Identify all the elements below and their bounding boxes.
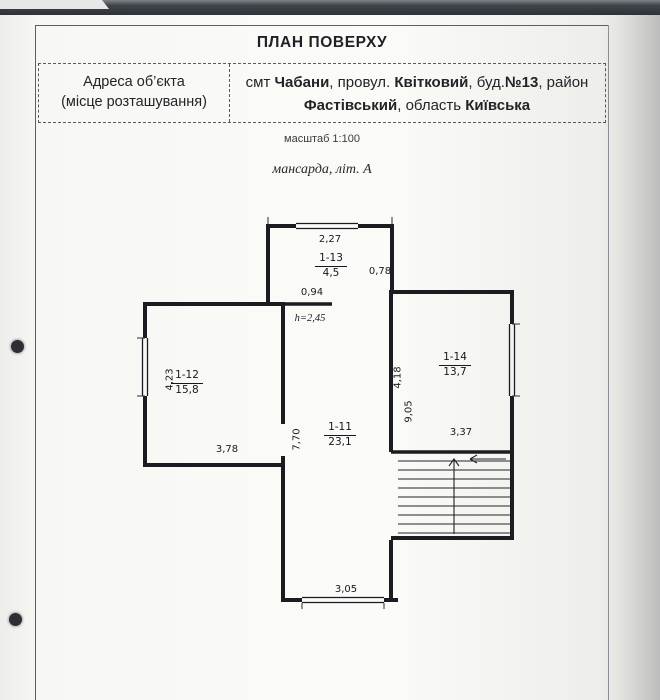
room-area: 23,1 xyxy=(328,435,352,448)
dim-room14-height: 4,18 xyxy=(392,366,404,389)
document-frame-right xyxy=(608,25,609,700)
room-label-1-13: 1-13 4,5 xyxy=(304,252,358,280)
dim-room12-height: 4,23 xyxy=(164,368,176,391)
room-id: 1-13 xyxy=(315,252,347,267)
window-top xyxy=(296,222,358,230)
dim-room11-width: 3,05 xyxy=(334,584,358,595)
address-label-cell: Адреса об’єкта (місце розташування) xyxy=(39,64,229,122)
room-area: 13,7 xyxy=(443,365,467,378)
scale-note: масштаб 1:100 xyxy=(284,133,360,145)
address-district: Фастівський xyxy=(303,97,398,114)
page-title: ПЛАН ПОВЕРХУ xyxy=(256,34,388,51)
address-box: Адреса об’єкта (місце розташування) смт … xyxy=(38,63,606,123)
document-frame-top xyxy=(35,25,609,26)
stair-entry-arrow xyxy=(469,454,506,464)
address-building-number: №13 xyxy=(504,74,539,91)
room-area: 4,5 xyxy=(322,266,340,279)
dim-room14-width: 3,37 xyxy=(449,427,473,438)
room-id: 1-14 xyxy=(439,351,471,366)
punch-hole-top xyxy=(11,340,24,353)
dimension-ticks xyxy=(137,217,520,609)
punch-hole-bottom xyxy=(9,613,22,626)
room-area: 15,8 xyxy=(175,383,199,396)
address-street: Квітковий xyxy=(394,74,469,91)
scan-top-edge xyxy=(0,0,660,15)
stairs xyxy=(398,454,510,534)
room-id: 1-12 xyxy=(171,369,203,384)
address-region: Київська xyxy=(465,97,531,114)
dim-right-side-height: 9,05 xyxy=(403,400,415,423)
paper-sheet xyxy=(0,14,660,700)
address-seg: , провул. xyxy=(329,74,395,91)
address-value-line2: Фастівський, область Київська xyxy=(229,94,605,117)
address-label-line1: Адреса об’єкта xyxy=(83,74,185,90)
window-right xyxy=(508,324,516,396)
room-id: 1-11 xyxy=(324,421,356,436)
paper-fold-shadow xyxy=(602,14,660,700)
dim-room12-width: 3,78 xyxy=(215,444,239,455)
dim-door-width: 0,78 xyxy=(368,266,392,277)
address-seg: , район xyxy=(538,74,589,91)
address-settlement: Чабани xyxy=(274,74,330,91)
dim-top-room-width: 2,27 xyxy=(318,234,342,245)
dim-lintel-width: 0,94 xyxy=(300,287,324,298)
address-seg: , область xyxy=(397,97,466,114)
room-label-1-14: 1-14 13,7 xyxy=(428,351,482,379)
window-left xyxy=(141,338,149,396)
ceiling-height-note: h=2,45 xyxy=(294,313,326,324)
dim-room11-height: 7,70 xyxy=(291,428,303,451)
address-label-line2: (місце розташування) xyxy=(61,94,207,110)
floor-note: мансарда, літ. А xyxy=(272,162,372,177)
room-label-1-12: 1-12 15,8 xyxy=(160,369,214,397)
window-bottom xyxy=(302,596,384,604)
document-frame-left xyxy=(35,25,36,700)
room-label-1-11: 1-11 23,1 xyxy=(313,421,367,449)
address-value-cell: смт Чабани, провул. Квітковий, буд.№13, … xyxy=(229,64,605,122)
walls xyxy=(141,222,516,604)
address-value-line1: смт Чабани, провул. Квітковий, буд.№13, … xyxy=(229,71,605,94)
address-seg: , буд. xyxy=(468,74,505,91)
address-seg: смт xyxy=(245,74,275,91)
stair-direction-arrow xyxy=(448,458,460,534)
address-box-divider xyxy=(229,64,231,122)
